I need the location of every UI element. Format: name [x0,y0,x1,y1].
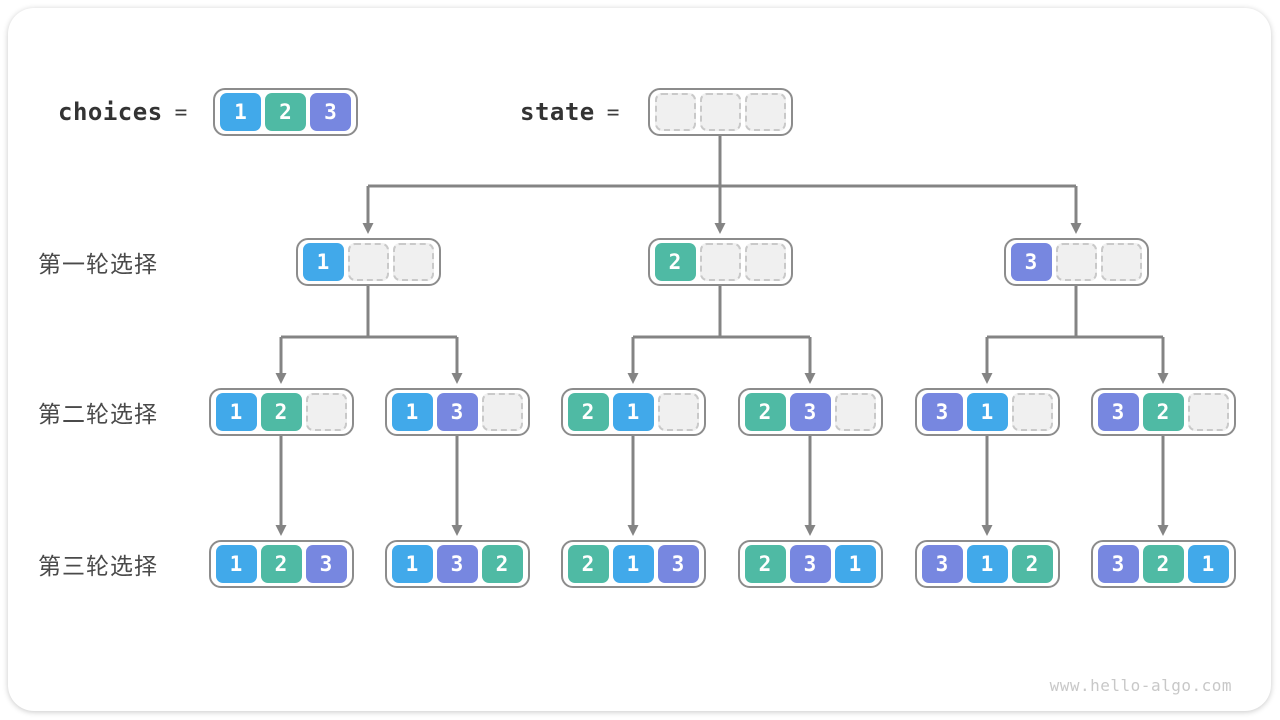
array-cell-3: 3 [1097,545,1139,583]
array-cell-3: 3 [789,393,831,431]
array-cell-3: 3 [305,545,347,583]
array-cell-2: 2 [1011,545,1053,583]
array-cell-empty [744,93,786,131]
round-1-box-3: 3 [1003,238,1149,286]
array-cell-empty [1100,243,1142,281]
round-1-label: 第一轮选择 [38,251,158,277]
state-keyword: state [520,98,595,126]
array-cell-3: 3 [436,393,478,431]
array-cell-1: 1 [612,545,654,583]
array-cell-1: 1 [302,243,344,281]
state-array [647,88,793,136]
array-cell-1: 1 [391,545,433,583]
array-cell-1: 1 [612,393,654,431]
array-cell-empty [834,393,876,431]
array-cell-empty [305,393,347,431]
array-cell-2: 2 [1142,393,1184,431]
watermark: www.hello-algo.com [1049,676,1232,695]
array-cell-3: 3 [921,545,963,583]
array-cell-empty [1187,393,1229,431]
array-cell-2: 2 [567,545,609,583]
array-cell-empty [654,93,696,131]
array-cell-3: 3 [921,393,963,431]
state-label: state = [520,88,619,136]
array-cell-empty [481,393,523,431]
array-cell-1: 1 [215,545,257,583]
array-cell-2: 2 [1142,545,1184,583]
choices-equals-sign: = [174,100,188,124]
array-cell-empty [699,243,741,281]
array-cell-empty [657,393,699,431]
array-cell-2: 2 [744,393,786,431]
array-cell-empty [744,243,786,281]
array-cell-3: 3 [310,93,351,131]
array-cell-empty [347,243,389,281]
round-1-box-1: 1 [295,238,441,286]
array-cell-empty [699,93,741,131]
round-1-box-2: 2 [647,238,793,286]
array-cell-2: 2 [265,93,306,131]
array-cell-empty [1055,243,1097,281]
array-cell-2: 2 [654,243,696,281]
round-3-label: 第三轮选择 [38,553,158,579]
round-2-label: 第二轮选择 [38,401,158,427]
state-equals-sign: = [606,100,620,124]
array-cell-3: 3 [789,545,831,583]
array-cell-3: 3 [1097,393,1139,431]
array-cell-1: 1 [220,93,261,131]
array-cell-1: 1 [1187,545,1229,583]
array-cell-1: 1 [391,393,433,431]
choices-label: choices = [58,88,187,136]
choices-keyword: choices [58,98,163,126]
array-cell-1: 1 [834,545,876,583]
tree-connectors [275,136,1169,536]
array-cell-2: 2 [481,545,523,583]
array-cell-2: 2 [260,393,302,431]
array-cell-2: 2 [260,545,302,583]
array-cell-2: 2 [744,545,786,583]
array-cell-1: 1 [215,393,257,431]
array-cell-empty [392,243,434,281]
array-cell-3: 3 [1010,243,1052,281]
array-cell-3: 3 [436,545,478,583]
array-cell-1: 1 [966,393,1008,431]
array-cell-2: 2 [567,393,609,431]
array-cell-empty [1011,393,1053,431]
array-cell-1: 1 [966,545,1008,583]
array-cell-3: 3 [657,545,699,583]
